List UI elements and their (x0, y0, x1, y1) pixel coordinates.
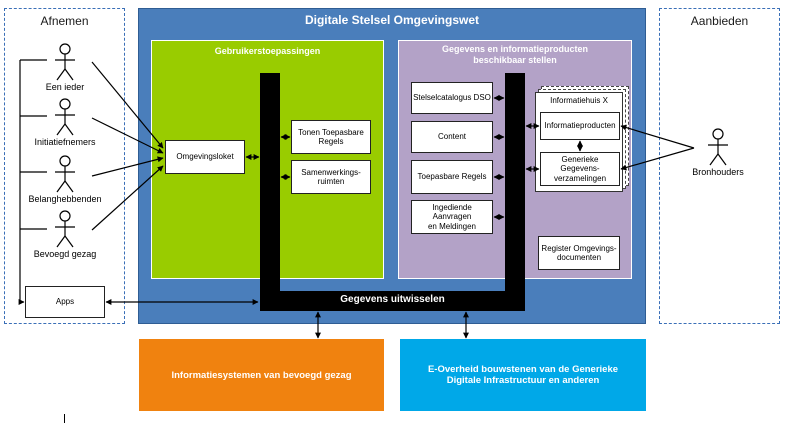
register-label-line-1: Register Omgevings- (541, 243, 617, 253)
bevoegd-gezag-label: Bevoegd gezag (33, 249, 97, 259)
informatieproducten-box: Informatieproducten (540, 112, 620, 140)
gegevens-title-line-1: Gegevens en informatieproducten (441, 44, 589, 54)
initiatiefnemers-connector (91, 117, 164, 154)
stelselcatalogus-box: Stelselcatalogus DSO (411, 82, 493, 114)
aanbieden-panel (659, 8, 780, 324)
afnemen-title: Afnemen (40, 14, 89, 28)
ingediende-aanvragen-box: Ingediende Aanvragen en Meldingen (411, 200, 493, 234)
ingediende-label-line-2: en Meldingen (427, 221, 477, 231)
bronhouders-label: Bronhouders (692, 167, 744, 177)
tonen-toepasbare-regels-box: Tonen Toepasbare Regels (291, 120, 371, 154)
samen-label-line-2: ruimten (317, 177, 345, 186)
samenwerkingsruimten-box: Samenwerkings- ruimten (291, 160, 371, 194)
samen-label-line-1: Samenwerkings- (301, 167, 361, 177)
belanghebbenden-label: Belanghebbenden (28, 194, 102, 204)
generieke-label-line-1: Generieke Gegevens- (560, 155, 600, 174)
informatiehuis-title: Informatiehuis X (550, 96, 608, 105)
apps-label: Apps (55, 297, 75, 307)
bevoegd-gezag-connector (91, 165, 164, 231)
gebruikerstoepassingen-title: Gebruikerstoepassingen (214, 46, 321, 56)
content-box: Content (411, 121, 493, 153)
informatiesystemen-box: Informatiesystemen van bevoegd gezag (139, 339, 384, 411)
tonen-label-line-1: Tonen Toepasbare (298, 127, 364, 137)
generieke-label-line-2: verzamelingen (553, 173, 607, 183)
corner-tick (64, 414, 65, 423)
belanghebbenden-connector (91, 156, 164, 177)
eoverheid-box: E-Overheid bouwstenen van de Generieke D… (400, 339, 646, 411)
initiatiefnemers-actor-icon (55, 98, 75, 136)
dso-title: Digitale Stelsel Omgevingswet (304, 13, 480, 27)
een-ieder-connector (91, 61, 164, 149)
bronhouders-informatieproducten-connector (620, 124, 695, 149)
register-omgevingsdocumenten-box: Register Omgevings- documenten (538, 236, 620, 270)
informatieproducten-label: Informatieproducten (544, 121, 616, 131)
gegevens-uitwisselen-label: Gegevens uitwisselen (340, 294, 445, 305)
bus-left-leg (260, 73, 280, 311)
een-ieder-label: Een ieder (45, 82, 85, 92)
omgevingsloket-label: Omgevingsloket (176, 152, 234, 162)
bevoegd-gezag-actor-icon (55, 210, 75, 248)
aanbieden-title: Aanbieden (690, 14, 749, 28)
belanghebbenden-actor-icon (55, 155, 75, 193)
toepasbare-regels-box: Toepasbare Regels (411, 160, 493, 194)
bus-bottom (260, 291, 525, 311)
gegevens-title-line-2: beschikbaar stellen (473, 55, 557, 65)
bus-right-leg (505, 73, 525, 311)
content-label: Content (437, 132, 467, 142)
apps-box: Apps (25, 286, 105, 318)
toepasbare-regels-label: Toepasbare Regels (417, 172, 487, 182)
generieke-gegevensverzamelingen-box: Generieke Gegevens- verzamelingen (540, 152, 620, 186)
register-label-line-2: documenten (556, 253, 602, 262)
een-ieder-actor-icon (55, 43, 75, 81)
stelselcatalogus-label: Stelselcatalogus DSO (413, 93, 491, 103)
initiatiefnemers-label: Initiatiefnemers (34, 137, 96, 147)
tonen-label-line-2: Regels (318, 137, 344, 146)
informatiesystemen-label: Informatiesystemen van bevoegd gezag (171, 369, 352, 381)
eoverheid-label-line-2: Digitale Infrastructuur en anderen (446, 375, 600, 386)
bronhouders-actor-icon (708, 128, 728, 166)
eoverheid-label-line-1: E-Overheid bouwstenen van de Generieke (427, 364, 619, 375)
omgevingsloket-box: Omgevingsloket (165, 140, 245, 174)
bronhouders-generieke-connector (620, 147, 695, 171)
ingediende-label-line-1: Ingediende Aanvragen (432, 203, 472, 222)
